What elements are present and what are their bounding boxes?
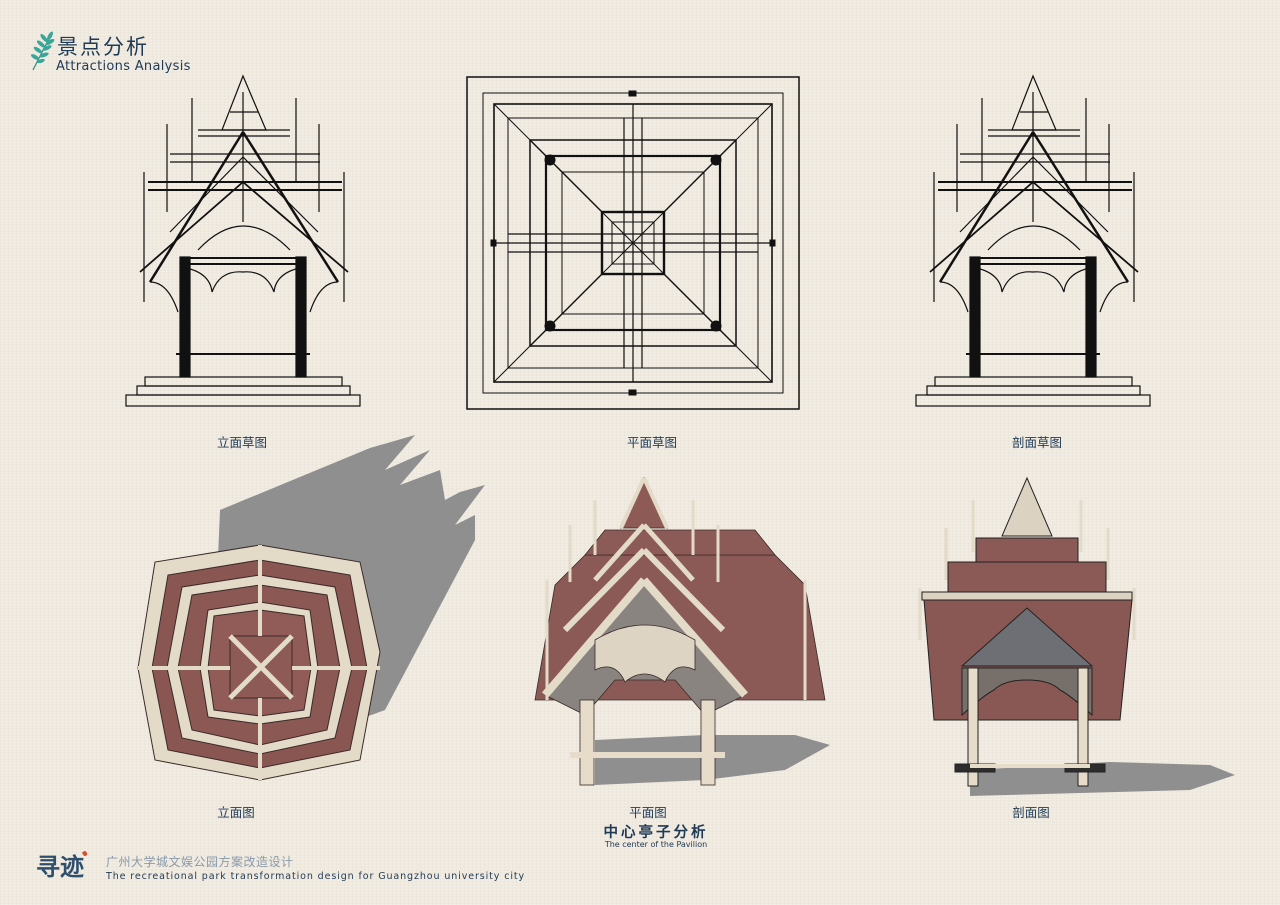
plan-render-drawing — [525, 470, 835, 790]
elevation-render-caption: 立面图 — [217, 805, 255, 820]
footer-title-cn: 广州大学城文娱公园方案改造设计 — [106, 855, 294, 869]
center-pavilion-subtitle: The center of the Pavilion — [604, 840, 708, 849]
section-sketch-caption: 剖面草图 — [1011, 435, 1063, 450]
elevation-render-drawing — [130, 430, 490, 800]
plan-sketch-drawing — [466, 76, 800, 410]
center-pavilion-title: 中心亭子分析 — [603, 825, 709, 841]
xunji-logo: 寻迹 — [36, 849, 98, 881]
plan-render-caption: 平面图 — [629, 805, 667, 820]
section-sketch-drawing — [910, 72, 1160, 412]
elevation-sketch-caption: 立面草图 — [216, 435, 268, 450]
logo-text: 寻迹 — [36, 852, 84, 881]
page-title: 景点分析 — [57, 35, 149, 59]
footer-title-en: The recreational park transformation des… — [106, 871, 526, 882]
page-subtitle: Attractions Analysis — [56, 59, 191, 74]
fern-leaf-icon — [30, 30, 56, 72]
plan-sketch-caption: 平面草图 — [626, 435, 678, 450]
section-render-drawing — [910, 470, 1240, 800]
section-render-caption: 剖面图 — [1012, 805, 1050, 820]
elevation-sketch-drawing — [120, 72, 370, 412]
